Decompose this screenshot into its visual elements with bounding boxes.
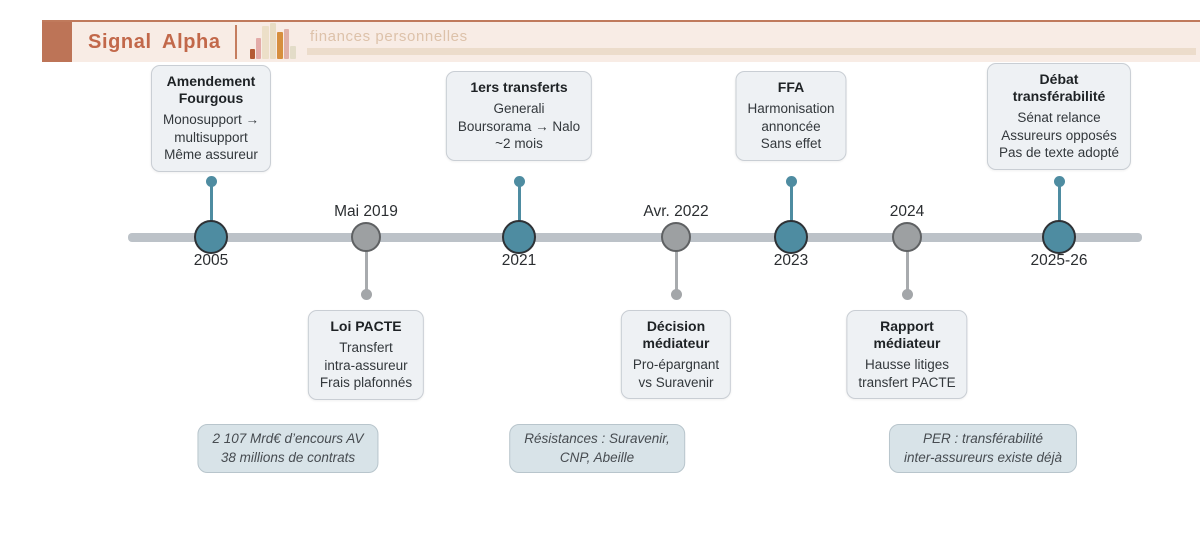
note-box-encours: 2 107 Mrd€ d’encours AV 38 millions de c… — [197, 424, 379, 474]
connector-dot — [205, 176, 217, 187]
event-card-debat-transferabilite: Débat transférabilité Sénat relance Assu… — [986, 63, 1132, 170]
bar-chart-icon-bar — [255, 38, 262, 59]
connector-line — [1057, 182, 1061, 237]
card-body-line: Transfert — [339, 340, 393, 356]
connector-line — [789, 182, 793, 237]
tagline-underline — [307, 48, 1196, 55]
date-label: 2024 — [889, 203, 925, 220]
note-box-resistances: Résistances : Suravenir, CNP, Abeille — [509, 424, 685, 474]
event-card-rapport-mediateur: Rapport médiateur Hausse litiges transfe… — [846, 310, 968, 400]
card-body-line: transfert PACTE — [858, 374, 956, 390]
note-line: 38 millions de contrats — [220, 449, 356, 465]
note-line: Résistances : Suravenir, — [524, 431, 670, 446]
bar-chart-icon — [250, 23, 296, 59]
milestone-circle-2005 — [194, 220, 228, 254]
date-label: 2005 — [193, 252, 229, 269]
card-title: FFA — [777, 79, 805, 96]
bar-chart-icon-bar — [262, 26, 269, 59]
milestone-circle-2024 — [892, 222, 922, 252]
card-body-line: annoncée — [761, 118, 821, 134]
card-body-line: ~2 mois — [495, 136, 543, 152]
connector-dot — [670, 289, 682, 300]
card-body-line: Sénat relance — [1017, 110, 1101, 126]
header-divider — [235, 25, 237, 59]
header-tagline: finances personnelles — [310, 27, 468, 45]
card-body-line: Même assureur — [164, 147, 258, 163]
bar-chart-icon-bar — [269, 23, 277, 59]
card-body-line: Generali — [493, 101, 545, 117]
milestone-circle-2023 — [774, 220, 808, 254]
connector-line — [905, 237, 909, 294]
connector-line — [674, 237, 678, 294]
brand-name: Signal Alpha — [88, 30, 221, 53]
connector-dot — [513, 176, 525, 187]
card-title: 1ers transferts — [470, 79, 568, 96]
connector-dot — [360, 289, 372, 300]
note-line: inter-assureurs existe déjà — [903, 449, 1063, 465]
card-body-line: Harmonisation — [747, 101, 835, 117]
card-body-line: multisupport — [174, 129, 248, 145]
card-title: Amendement — [166, 73, 256, 90]
bar-chart-icon-bar — [277, 32, 283, 59]
connector-dot — [785, 176, 797, 187]
card-title: Fourgous — [178, 90, 244, 107]
event-card-loi-pacte: Loi PACTE Transfert intra-assureur Frais… — [307, 310, 425, 400]
card-body-line: Assureurs opposés — [1001, 127, 1117, 143]
card-body-line: vs Suravenir — [638, 374, 714, 390]
header-band: Signal Alpha finances personnelles — [42, 20, 1200, 62]
connector-dot — [901, 289, 913, 300]
brand-logo-square — [42, 22, 72, 62]
bar-chart-icon-bar — [283, 29, 290, 59]
connector-line — [209, 182, 213, 237]
card-title: Décision — [646, 318, 706, 334]
bar-chart-icon-bar — [250, 49, 255, 59]
bar-chart-icon-bar — [290, 46, 296, 59]
date-label: 2023 — [773, 252, 809, 269]
card-body-line: Sans effet — [760, 136, 822, 152]
card-title: transférabilité — [1012, 88, 1106, 105]
note-box-per: PER : transférabilité inter-assureurs ex… — [888, 424, 1078, 474]
card-body-line: intra-assureur — [324, 357, 408, 373]
milestone-circle-2025-26 — [1042, 220, 1076, 254]
card-title: Loi PACTE — [330, 318, 402, 334]
connector-line — [517, 182, 521, 237]
card-body-line: Monosupport → — [162, 112, 260, 128]
card-body-line: Boursorama → Nalo — [457, 118, 581, 134]
card-body-line: Pro-épargnant — [632, 357, 720, 373]
note-line: PER : transférabilité — [922, 431, 1044, 446]
card-title: Débat — [1039, 71, 1079, 88]
card-title: Rapport — [880, 318, 934, 334]
connector-dot — [1053, 176, 1065, 187]
card-body-line: Hausse litiges — [864, 357, 950, 373]
event-card-ffa: FFA Harmonisation annoncée Sans effet — [735, 71, 847, 161]
date-label: 2021 — [501, 252, 537, 269]
note-line: CNP, Abeille — [559, 449, 635, 465]
timeline-bar — [128, 233, 1142, 242]
card-title: médiateur — [873, 335, 941, 352]
milestone-circle-mai-2019 — [351, 222, 381, 252]
date-label: 2025-26 — [1030, 252, 1088, 269]
event-card-1ers-transferts: 1ers transferts Generali Boursorama → Na… — [445, 71, 593, 161]
date-label: Avr. 2022 — [643, 203, 709, 220]
milestone-circle-avr-2022 — [661, 222, 691, 252]
card-body-line: Pas de texte adopté — [998, 145, 1120, 161]
note-line: 2 107 Mrd€ d’encours AV — [212, 431, 364, 446]
card-title: médiateur — [642, 335, 710, 352]
event-card-decision-mediateur: Décision médiateur Pro-épargnant vs Sura… — [620, 310, 732, 400]
card-body-line: Frais plafonnés — [319, 375, 413, 391]
event-card-amendement-fourgous: Amendement Fourgous Monosupport → multis… — [150, 65, 272, 172]
date-label: Mai 2019 — [334, 203, 398, 220]
milestone-circle-2021 — [502, 220, 536, 254]
connector-line — [364, 237, 368, 294]
